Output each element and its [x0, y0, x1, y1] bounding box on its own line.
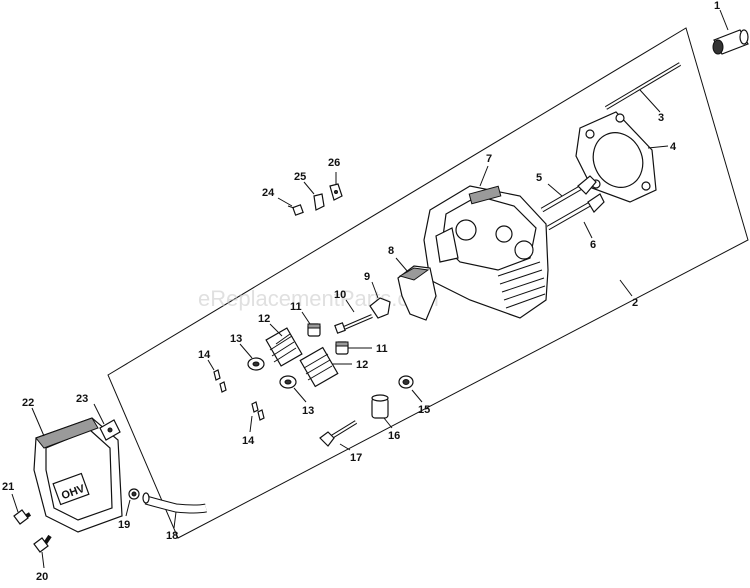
- callout-21: 21: [2, 481, 14, 493]
- cylinder-head-assembly-outline: [107, 27, 749, 539]
- callout-24: 24: [262, 187, 275, 199]
- part-11-retainer-a: [307, 323, 321, 337]
- callout-5: 5: [536, 172, 542, 184]
- part-1-plug: [712, 29, 749, 55]
- callout-23: 23: [76, 393, 88, 405]
- part-22-valve-cover: OHV: [33, 417, 123, 533]
- part-9-nut: [369, 297, 391, 319]
- callout-19: 19: [118, 519, 130, 531]
- part-6-valve: [546, 193, 605, 231]
- part-23-bracket: [99, 419, 121, 441]
- callout-7: 7: [486, 153, 492, 165]
- callout-8: 8: [388, 245, 394, 257]
- part-15-seal: [398, 375, 414, 389]
- callout-12b: 12: [356, 359, 368, 371]
- watermark: eReplacementParts.com: [198, 286, 439, 311]
- part-4-head-gasket: [575, 111, 657, 203]
- part-11-retainer-b: [335, 341, 349, 355]
- part-8-rocker: [397, 265, 437, 321]
- part-12-valve-spring-a: [265, 327, 303, 367]
- part-17-bolt: [319, 420, 358, 447]
- callout-26: 26: [328, 157, 340, 169]
- callout-15: 15: [418, 404, 430, 416]
- part-25-clip: [313, 193, 325, 211]
- part-10-stud: [334, 314, 373, 334]
- part-19-clamp: [128, 488, 140, 500]
- part-16-bushing: [371, 394, 389, 419]
- callout-4: 4: [670, 141, 677, 153]
- callout-16: 16: [388, 430, 400, 442]
- part-20-screw: [33, 534, 52, 553]
- part-13-washer-a: [247, 357, 265, 371]
- callout-22: 22: [22, 397, 34, 409]
- callout-13a: 13: [230, 333, 242, 345]
- callout-25: 25: [294, 171, 306, 183]
- callout-1: 1: [714, 0, 720, 12]
- part-5-valve: [540, 175, 597, 213]
- part-26-clip: [329, 183, 343, 201]
- callout-14b: 14: [242, 435, 255, 447]
- callout-10: 10: [334, 289, 346, 301]
- callout-11a: 11: [290, 301, 302, 313]
- part-14-keeper-a: [213, 369, 227, 393]
- part-7-cylinder-head: [423, 185, 549, 319]
- callout-20: 20: [36, 571, 48, 583]
- callout-14a: 14: [198, 349, 211, 361]
- callout-2: 2: [632, 297, 638, 309]
- part-18-breather-hose: [142, 492, 207, 514]
- callout-6: 6: [590, 239, 596, 251]
- part-14-keeper-b: [251, 401, 265, 421]
- part-13-washer-b: [279, 375, 297, 389]
- part-24-screw: [287, 204, 304, 216]
- callout-9: 9: [364, 271, 370, 283]
- cooling-fins: [497, 261, 546, 309]
- callout-3: 3: [658, 112, 664, 124]
- callout-12a: 12: [258, 313, 270, 325]
- part-21-screw: [13, 509, 32, 525]
- callout-11b: 11: [376, 343, 388, 355]
- callout-18: 18: [166, 530, 178, 542]
- callout-17: 17: [350, 452, 362, 464]
- part-12-valve-spring-b: [299, 346, 339, 388]
- callout-13b: 13: [302, 405, 314, 417]
